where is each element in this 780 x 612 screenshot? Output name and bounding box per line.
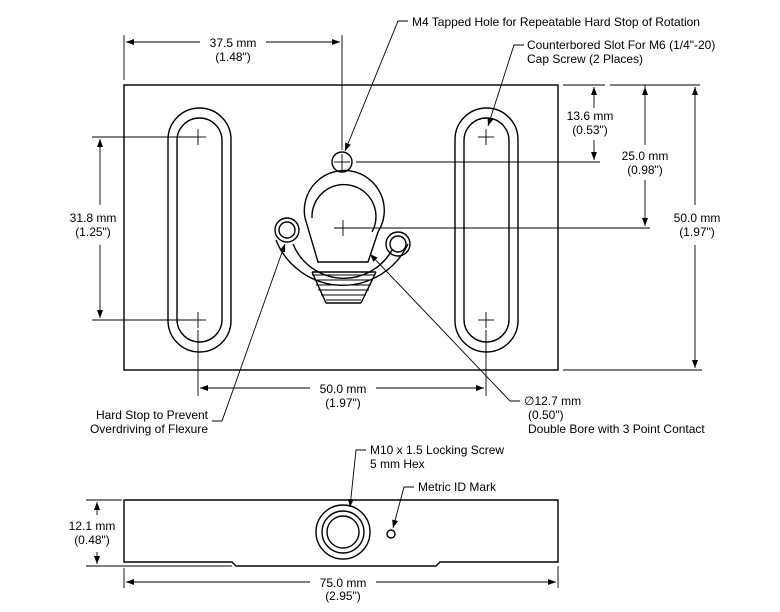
dim-75-0: 75.0 mm (2.95") xyxy=(123,566,559,603)
dim-25-0-mm: 25.0 mm xyxy=(622,149,669,163)
dim-75-0-in: (2.95") xyxy=(325,589,361,603)
callout-m4-hole: M4 Tapped Hole for Repeatable Hard Stop … xyxy=(344,15,700,152)
dim-75-0-mm: 75.0 mm xyxy=(320,576,367,590)
dim-12-1: 12.1 mm (0.48") xyxy=(69,499,232,567)
left-counterbored-slot xyxy=(167,107,232,353)
dim-50-0-vertical: 50.0 mm (1.97") xyxy=(563,87,721,371)
dim-25-0-in: (0.98") xyxy=(627,163,663,177)
label-slot-line2: Cap Screw (2 Places) xyxy=(527,52,643,66)
callout-metric-id: Metric ID Mark xyxy=(392,480,497,529)
label-hard-stop-line1: Hard Stop to Prevent xyxy=(96,408,209,422)
dim-31-8-mm: 31.8 mm xyxy=(70,211,117,225)
dim-13-6-in: (0.53") xyxy=(572,123,608,137)
dim-37-5-in: (1.48") xyxy=(215,50,251,64)
callout-counterbored-slot: Counterbored Slot For M6 (1/4"-20) Cap S… xyxy=(487,38,715,127)
label-m4-hole: M4 Tapped Hole for Repeatable Hard Stop … xyxy=(412,15,700,29)
dim-37-5-mm: 37.5 mm xyxy=(210,36,257,50)
label-locking-line1: M10 x 1.5 Locking Screw xyxy=(370,443,504,457)
dim-13-6-mm: 13.6 mm xyxy=(567,109,614,123)
side-view xyxy=(123,499,559,567)
metric-id-mark xyxy=(386,529,396,539)
dim-12-1-in: (0.48") xyxy=(74,533,110,547)
dim-50-0-horizontal: 50.0 mm (1.97") xyxy=(197,330,487,410)
label-bore-line3: Double Bore with 3 Point Contact xyxy=(528,422,705,436)
label-locking-line2: 5 mm Hex xyxy=(370,457,425,471)
dim-31-8-in: (1.25") xyxy=(75,225,111,239)
dim-50-0v-in: (1.97") xyxy=(679,225,715,239)
label-slot-line1: Counterbored Slot For M6 (1/4"-20) xyxy=(527,38,715,52)
locking-screw xyxy=(315,504,371,560)
plate-outline xyxy=(123,84,559,371)
side-outline xyxy=(123,499,559,567)
center-bore-flexure xyxy=(274,169,411,304)
label-metric-id: Metric ID Mark xyxy=(418,480,497,494)
dim-37-5: 37.5 mm (1.48") xyxy=(123,35,343,150)
callout-hard-stop: Hard Stop to Prevent Overdriving of Flex… xyxy=(90,243,286,436)
dim-13-6: 13.6 mm (0.53") xyxy=(563,84,614,160)
right-counterbored-slot xyxy=(454,107,519,353)
top-view xyxy=(123,84,650,371)
label-bore-line1: ∅12.7 mm xyxy=(524,394,581,408)
label-bore-line2: (0.50") xyxy=(528,408,564,422)
dim-50-0h-mm: 50.0 mm xyxy=(320,382,367,396)
dim-31-8: 31.8 mm (1.25") xyxy=(70,136,195,321)
dim-25-0: 25.0 mm (0.98") xyxy=(610,84,700,226)
dim-12-1-mm: 12.1 mm xyxy=(69,519,116,533)
callout-locking-screw: M10 x 1.5 Locking Screw 5 mm Hex xyxy=(347,443,504,508)
dim-50-0v-mm: 50.0 mm xyxy=(674,211,721,225)
dim-50-0h-in: (1.97") xyxy=(325,396,361,410)
callout-bore: ∅12.7 mm (0.50") Double Bore with 3 Poin… xyxy=(369,253,705,436)
m4-tapped-hole xyxy=(331,151,353,173)
label-hard-stop-line2: Overdriving of Flexure xyxy=(90,422,208,436)
